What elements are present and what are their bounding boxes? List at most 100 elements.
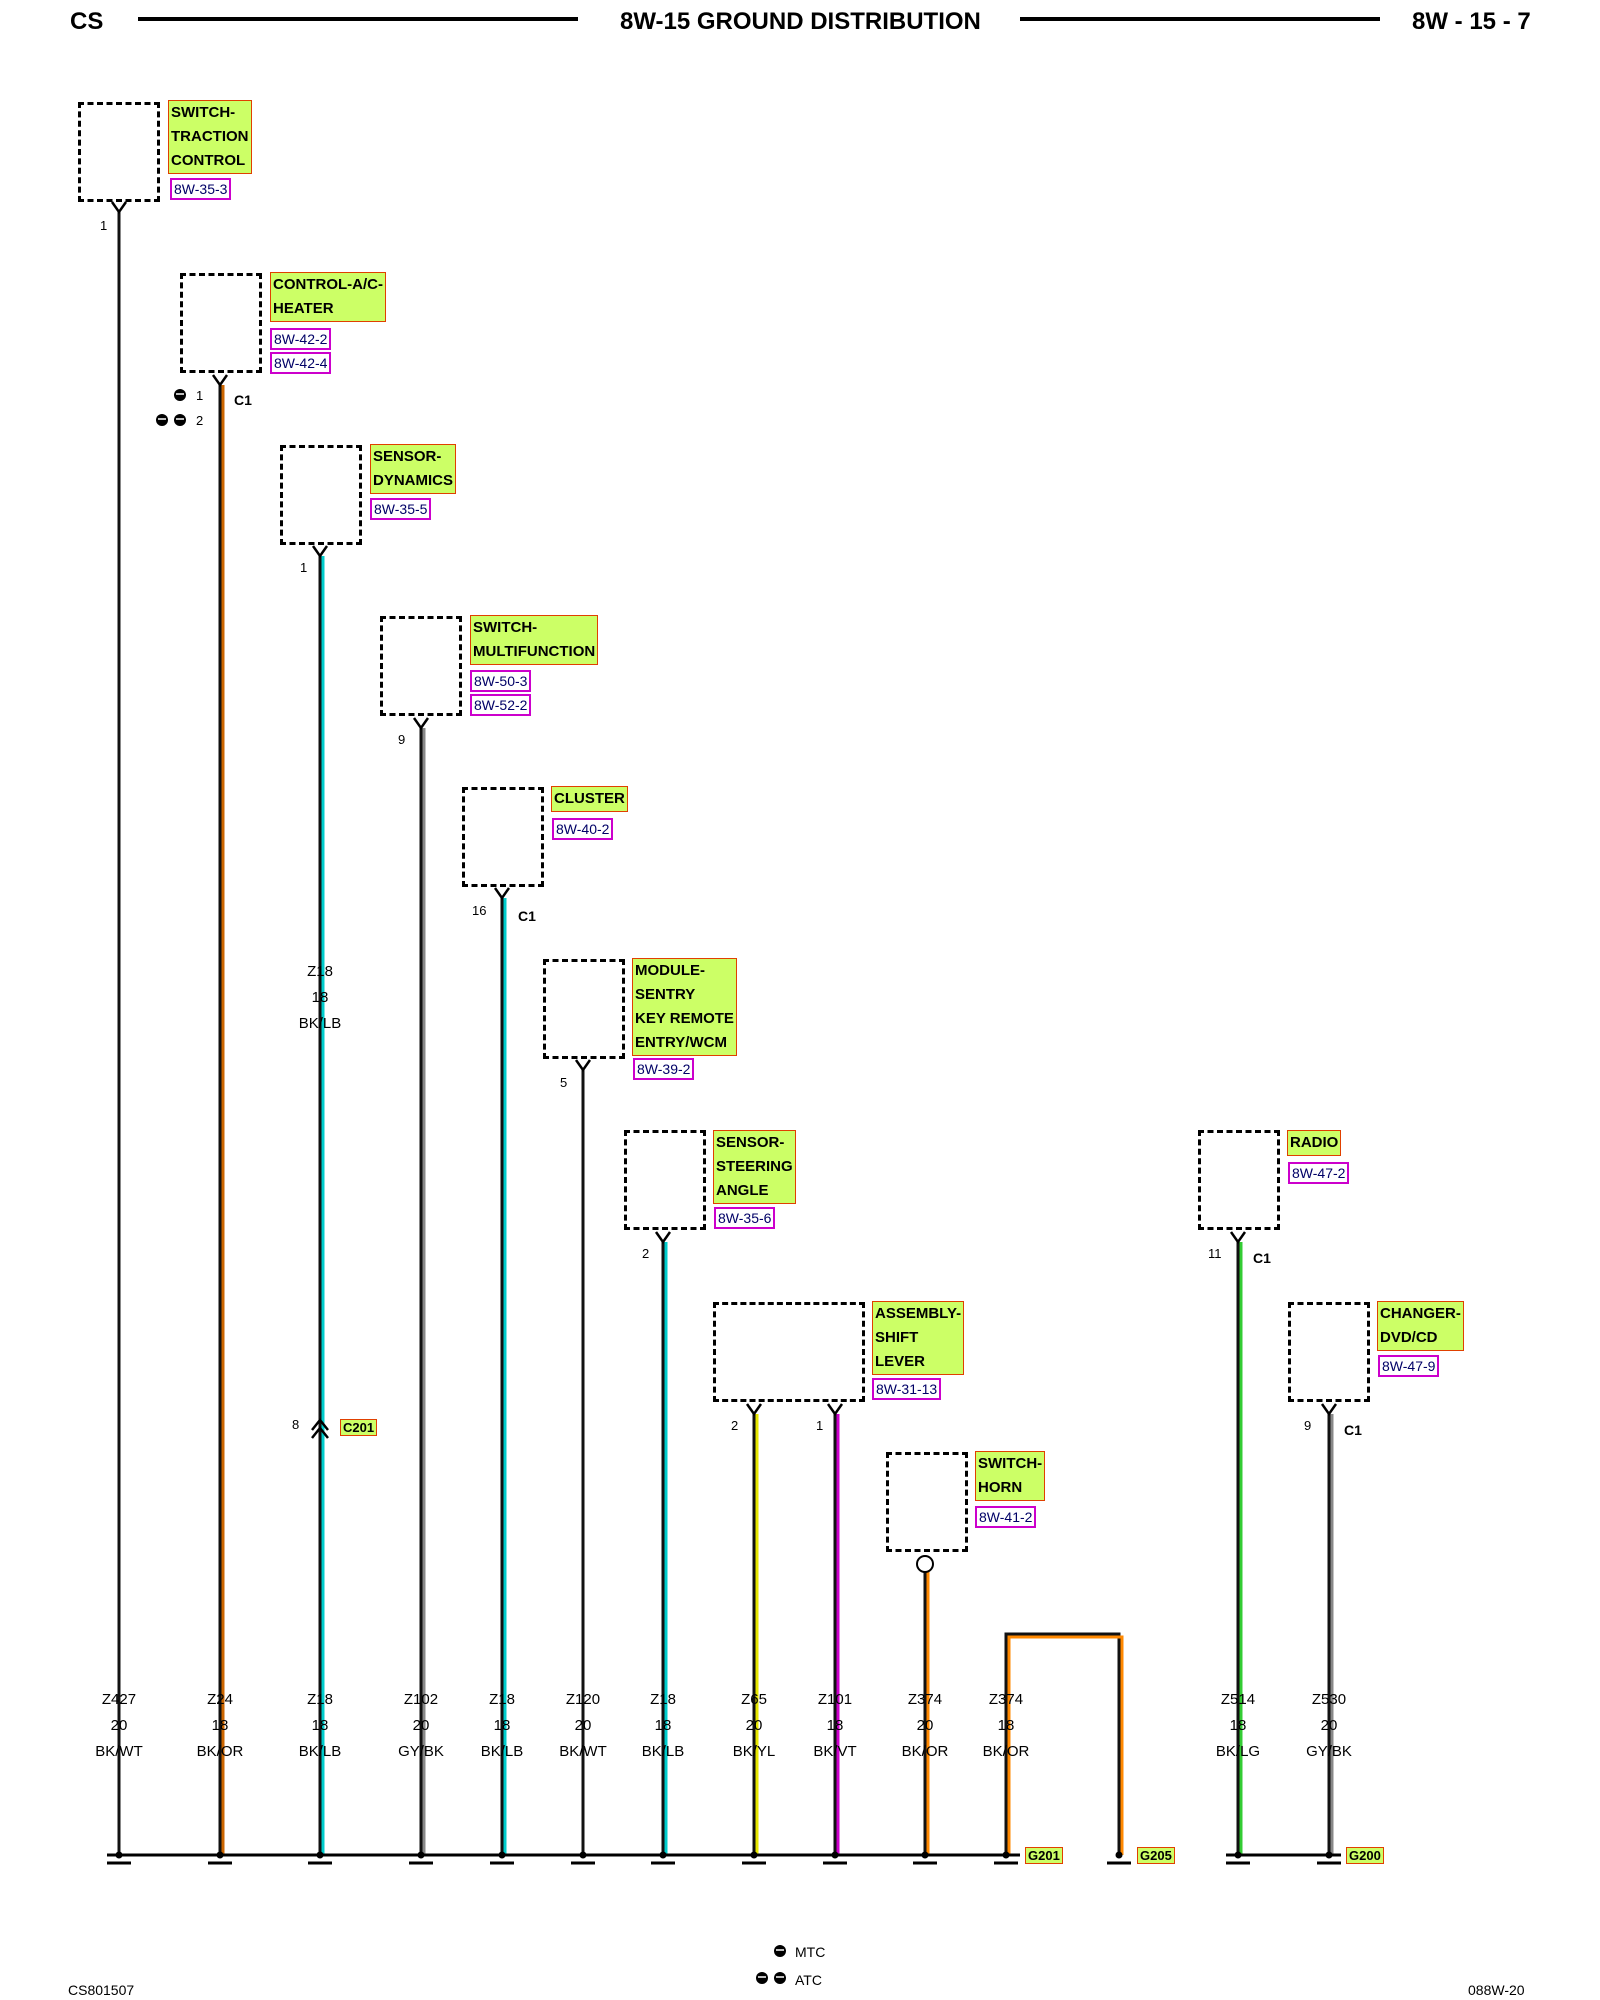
legend-mtc-icon <box>774 1945 786 1957</box>
pin-shift-lever-2: 2 <box>731 1418 739 1433</box>
wire-gauge-7: 20 <box>745 1717 763 1734</box>
legend-mtc-label: MTC <box>795 1944 826 1960</box>
component-box-sensor-dynamics <box>280 445 362 545</box>
wire-color-8: BK/VT <box>813 1743 857 1760</box>
label-cluster: CLUSTER <box>551 786 628 812</box>
wire-color-4: BK/LB <box>480 1743 524 1760</box>
ref-steering-angle[interactable]: 8W-35-6 <box>714 1207 776 1229</box>
wire-circuit-7: Z65 <box>741 1691 767 1708</box>
component-box-multifunction <box>380 616 462 716</box>
ref-cluster[interactable]: 8W-40-2 <box>552 818 614 840</box>
ground-g201: G201 <box>1025 1847 1063 1864</box>
wire-circuit-6: Z18 <box>650 1691 676 1708</box>
connector-fork-7 <box>745 1403 763 1417</box>
inline-connector-chevron-2 <box>311 1425 329 1439</box>
pin-ac-heater-2: 2 <box>196 413 204 428</box>
ref-ac-heater-2[interactable]: 8W-42-4 <box>270 352 332 374</box>
wire-color-5: BK/WT <box>559 1743 607 1760</box>
component-box-steering-angle <box>624 1130 706 1230</box>
ref-traction-control[interactable]: 8W-35-3 <box>170 178 232 200</box>
wire-color-11: BK/LG <box>1215 1743 1261 1760</box>
page-number: 8W - 15 - 7 <box>1412 8 1531 35</box>
pin-multifunction: 9 <box>398 732 406 747</box>
ground-g200: G200 <box>1346 1847 1384 1864</box>
inline-connector-chevron-1 <box>311 1417 329 1431</box>
footer-right: 088W-20 <box>1468 1982 1525 1998</box>
wire-circuit-11: Z514 <box>1220 1691 1256 1708</box>
inline-pin: 8 <box>292 1417 300 1432</box>
label-horn-switch: SWITCH- HORN <box>975 1451 1046 1501</box>
wire-gauge-0: 20 <box>110 1717 128 1734</box>
splice-dot-g205 <box>1115 1851 1123 1859</box>
ref-dvd-changer[interactable]: 8W-47-9 <box>1378 1355 1440 1377</box>
label-ac-heater: CONTROL-A/C- HEATER <box>270 272 386 322</box>
ref-sensor-dynamics[interactable]: 8W-35-5 <box>370 498 432 520</box>
footer-left: CS801507 <box>68 1982 135 1998</box>
component-box-sentry-module <box>543 959 625 1059</box>
label-steering-angle: SENSOR- STEERING ANGLE <box>713 1130 796 1204</box>
wire-color-3: GY/BK <box>398 1743 444 1760</box>
connector-fork-3 <box>412 717 430 731</box>
jumper-g205-core <box>1004 1632 1121 1855</box>
pin-steering-angle: 2 <box>642 1246 650 1261</box>
wire-circuit-0: Z427 <box>101 1691 137 1708</box>
wire-gauge-8: 18 <box>826 1717 844 1734</box>
connector-fork-6 <box>654 1231 672 1245</box>
wire-circuit-9: Z374 <box>907 1691 943 1708</box>
pin-dvd-changer: 9 <box>1304 1418 1312 1433</box>
page-title: 8W-15 GROUND DISTRIBUTION <box>620 8 981 35</box>
ref-sentry-module[interactable]: 8W-39-2 <box>633 1058 695 1080</box>
wire-color-10: BK/OR <box>982 1743 1030 1760</box>
wire-circuit-3: Z102 <box>403 1691 439 1708</box>
pin-shift-lever-1: 1 <box>816 1418 824 1433</box>
wire-gauge-3: 20 <box>412 1717 430 1734</box>
wire-color-0: BK/WT <box>95 1743 143 1760</box>
pin-ac-heater-1: 1 <box>196 388 204 403</box>
wire-gauge-10: 18 <box>997 1717 1015 1734</box>
mtc-icon-ac-heater <box>174 389 186 401</box>
pin-radio: 11 <box>1208 1246 1222 1261</box>
atc-icon-ac-heater-a <box>156 414 168 426</box>
component-box-ac-heater <box>180 273 262 373</box>
wire-circuit-12: Z530 <box>1311 1691 1347 1708</box>
connector-fork-0 <box>110 201 128 215</box>
connector-fork-8 <box>826 1403 844 1417</box>
mid-wire-gauge: 18 <box>311 989 329 1006</box>
label-multifunction: SWITCH- MULTIFUNCTION <box>470 615 599 665</box>
horn-terminal-icon <box>916 1555 934 1573</box>
label-dvd-changer: CHANGER- DVD/CD <box>1377 1301 1464 1351</box>
label-sentry-module: MODULE- SENTRY KEY REMOTE ENTRY/WCM <box>632 958 737 1056</box>
ref-radio[interactable]: 8W-47-2 <box>1288 1162 1350 1184</box>
connector-cluster: C1 <box>518 908 536 924</box>
label-shift-lever: ASSEMBLY- SHIFT LEVER <box>872 1301 965 1375</box>
wire-circuit-2: Z18 <box>307 1691 333 1708</box>
connector-radio: C1 <box>1253 1250 1271 1266</box>
component-box-traction-control <box>78 102 160 202</box>
wire-color-6: BK/LB <box>641 1743 685 1760</box>
header-rule-right <box>1020 17 1380 21</box>
connector-fork-1 <box>211 374 229 388</box>
connector-fork-2 <box>311 545 329 559</box>
connector-ac-heater: C1 <box>234 392 252 408</box>
header-left: CS <box>70 8 104 35</box>
legend-atc-icon-b <box>774 1972 786 1984</box>
atc-icon-ac-heater-b <box>174 414 186 426</box>
wire-color-9: BK/OR <box>901 1743 949 1760</box>
wire-color-1: BK/OR <box>196 1743 244 1760</box>
pin-traction-control: 1 <box>100 218 108 233</box>
wire-gauge-2: 18 <box>311 1717 329 1734</box>
connector-fork-12 <box>1320 1403 1338 1417</box>
ref-horn-switch[interactable]: 8W-41-2 <box>975 1506 1037 1528</box>
label-sensor-dynamics: SENSOR- DYNAMICS <box>370 444 457 494</box>
inline-connector-c201: C201 <box>340 1419 378 1436</box>
ref-shift-lever[interactable]: 8W-31-13 <box>872 1378 942 1400</box>
legend-atc-icon-a <box>756 1972 768 1984</box>
wire-circuit-8: Z101 <box>817 1691 853 1708</box>
wire-circuit-10: Z374 <box>988 1691 1024 1708</box>
ref-ac-heater-1[interactable]: 8W-42-2 <box>270 328 332 350</box>
wire-gauge-12: 20 <box>1320 1717 1338 1734</box>
ref-multifunction-1[interactable]: 8W-50-3 <box>470 670 532 692</box>
ref-multifunction-2[interactable]: 8W-52-2 <box>470 694 532 716</box>
wire-color-2: BK/LB <box>298 1743 342 1760</box>
